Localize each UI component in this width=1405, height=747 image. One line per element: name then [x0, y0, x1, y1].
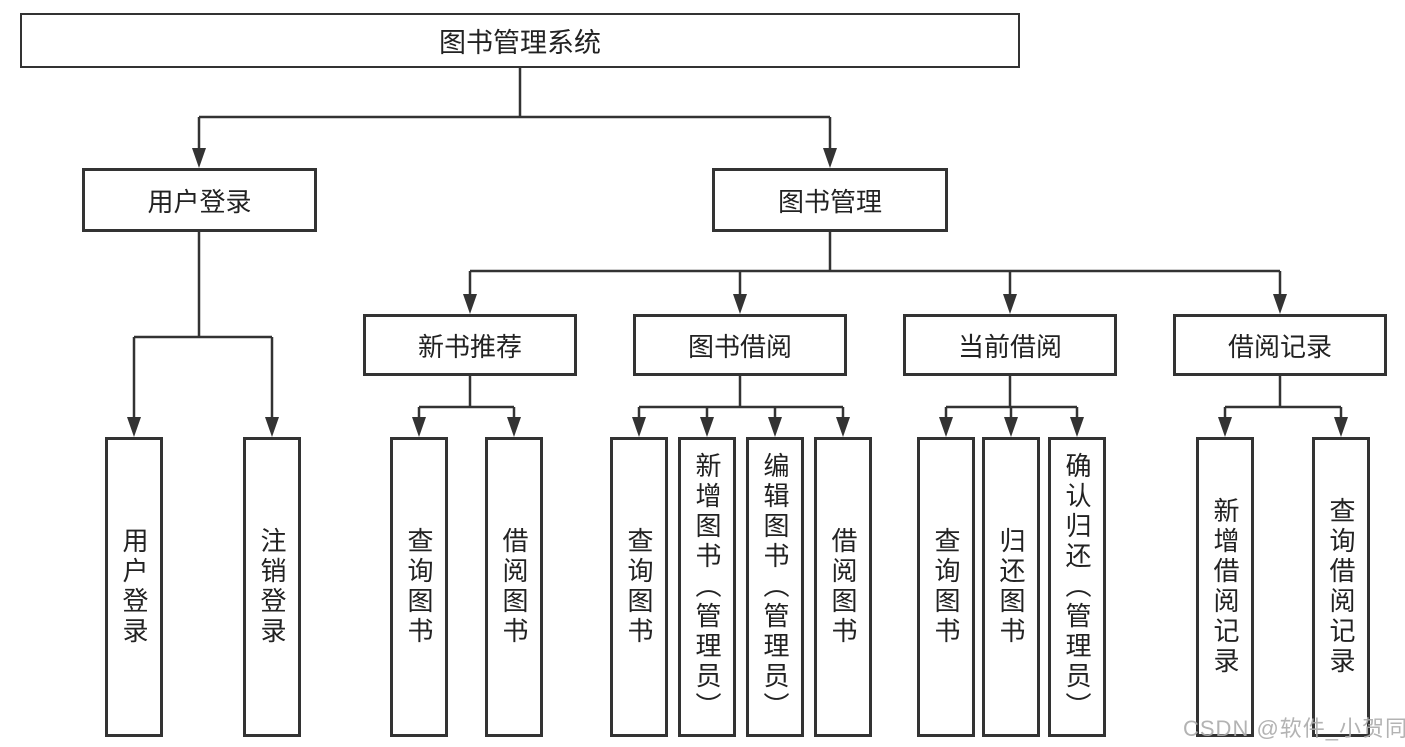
leaf-recommend-query-book: 查询图书 [390, 437, 448, 737]
leaf-current-query-book: 查询图书 [917, 437, 975, 737]
leaf-borrow-edit-book-admin: 编辑图书（管理员） [746, 437, 804, 737]
arrowhead [700, 417, 714, 437]
arrowhead [768, 417, 782, 437]
node-new-book-recommend: 新书推荐 [363, 314, 577, 376]
leaf-logout: 注销登录 [243, 437, 301, 737]
leaf-records-add-record: 新增借阅记录 [1196, 437, 1254, 737]
leaf-borrow-query-book: 查询图书 [610, 437, 668, 737]
leaf-recommend-borrow-book: 借阅图书 [485, 437, 543, 737]
arrowhead [507, 417, 521, 437]
connector-line-group [132, 68, 1343, 419]
arrowhead [127, 417, 141, 437]
arrowhead [1003, 294, 1017, 314]
leaf-borrow-add-book-admin: 新增图书（管理员） [678, 437, 736, 737]
leaf-records-query-record: 查询借阅记录 [1312, 437, 1370, 737]
arrowhead [192, 148, 206, 168]
arrowhead-group [127, 148, 1348, 437]
node-book-borrow: 图书借阅 [633, 314, 847, 376]
arrowhead [1004, 417, 1018, 437]
arrowhead [1334, 417, 1348, 437]
arrowhead [1218, 417, 1232, 437]
node-library-management-system: 图书管理系统 [20, 13, 1020, 68]
arrowhead [463, 294, 477, 314]
node-book-management-branch: 图书管理 [712, 168, 948, 232]
arrowhead [733, 294, 747, 314]
leaf-current-confirm-return-admin: 确认归还（管理员） [1048, 437, 1106, 737]
arrowhead [1070, 417, 1084, 437]
leaf-user-login: 用户登录 [105, 437, 163, 737]
leaf-borrow-borrow-book: 借阅图书 [814, 437, 872, 737]
leaf-current-return-book: 归还图书 [982, 437, 1040, 737]
arrowhead [823, 148, 837, 168]
node-borrow-records: 借阅记录 [1173, 314, 1387, 376]
csdn-watermark: CSDN @软件_小贺同学 [1183, 716, 1405, 741]
arrowhead [632, 417, 646, 437]
arrowhead [836, 417, 850, 437]
node-user-login-branch: 用户登录 [82, 168, 317, 232]
arrowhead [939, 417, 953, 437]
arrowhead [412, 417, 426, 437]
node-current-borrow: 当前借阅 [903, 314, 1117, 376]
arrowhead [265, 417, 279, 437]
arrowhead [1273, 294, 1287, 314]
